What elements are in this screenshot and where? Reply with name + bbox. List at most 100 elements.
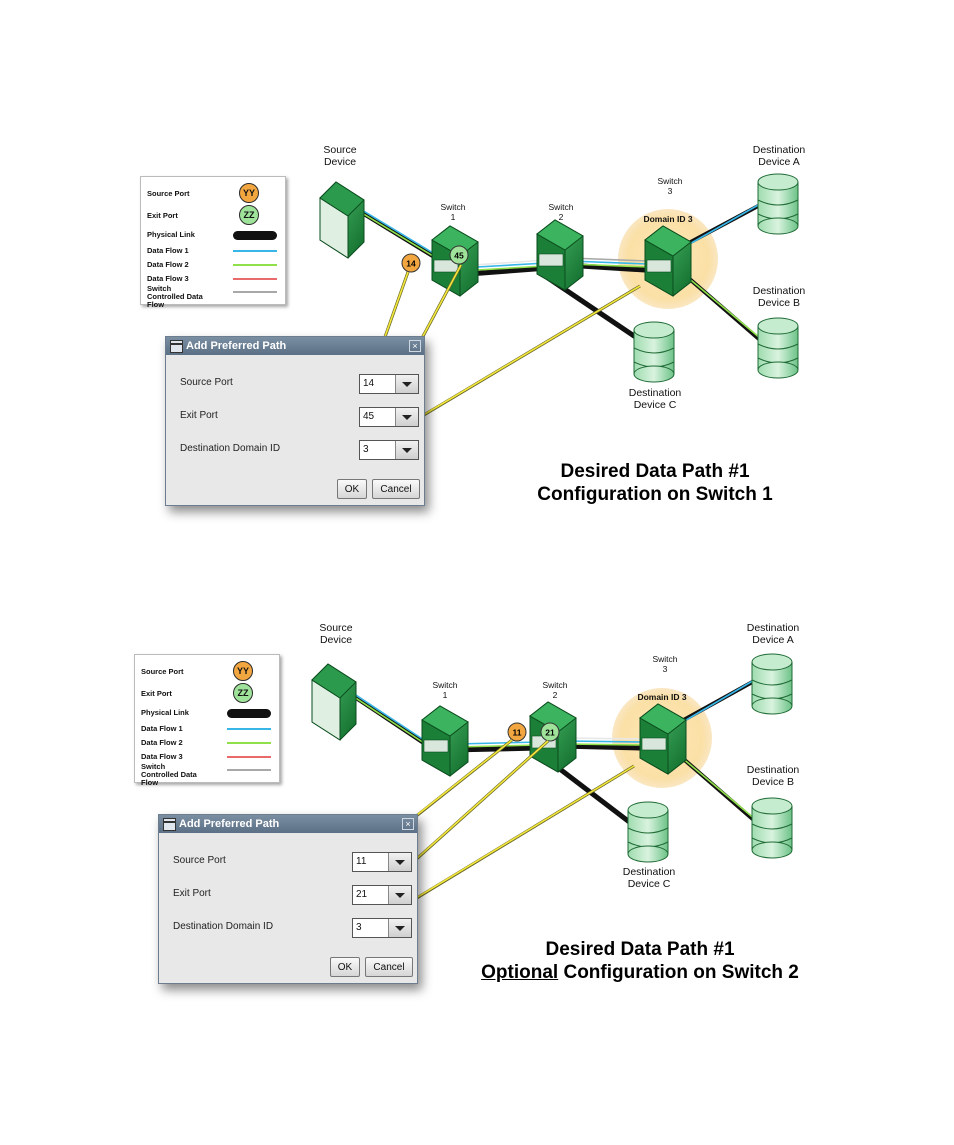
switch2-icon (536, 219, 584, 291)
chevron-down-icon[interactable] (395, 441, 418, 459)
destination-domain-label: Destination Domain ID (180, 443, 281, 454)
exit-port-badge: 21 (540, 722, 560, 742)
exit-port-select[interactable]: 21 (352, 885, 412, 905)
legend-source-port-label: Source Port (147, 189, 190, 198)
chevron-down-icon[interactable] (388, 886, 411, 904)
legend-exit-port-label: Exit Port (141, 689, 172, 698)
legend-exit-badge: ZZ (239, 205, 259, 225)
svg-text:21: 21 (545, 728, 555, 738)
svg-text:11: 11 (513, 728, 522, 738)
caption: Desired Data Path #1 Configuration on Sw… (480, 460, 830, 506)
exit-port-label: Exit Port (173, 888, 211, 899)
source-port-label: Source Port (173, 855, 226, 866)
svg-text:14: 14 (406, 259, 416, 269)
network-diagram: 11 21 (311, 653, 793, 1090)
legend-exit-badge: ZZ (233, 683, 253, 703)
svg-text:45: 45 (454, 251, 464, 261)
caption: Desired Data Path #1 Optional Configurat… (440, 938, 840, 984)
switch3-icon (639, 703, 687, 775)
source-device-icon (311, 663, 357, 741)
exit-port-select[interactable]: 45 (359, 407, 419, 427)
legend-flow2-swatch (227, 742, 271, 744)
legend-flow3-label: Data Flow 3 (141, 752, 183, 761)
close-icon[interactable]: × (409, 340, 421, 352)
domain-id-label: Domain ID 3 (643, 214, 693, 224)
disk-device-a-icon (751, 653, 793, 715)
window-icon (163, 818, 176, 831)
disk-device-b-icon (757, 317, 799, 379)
add-preferred-path-dialog: Add Preferred Path × Source Port 11 Exit… (158, 814, 418, 984)
legend-flow1-swatch (227, 728, 271, 730)
disk-device-c-icon (633, 321, 675, 383)
destination-domain-value: 3 (363, 444, 369, 455)
legend-physical-link-swatch (227, 709, 271, 718)
legend: Source Port YY Exit Port ZZ Physical Lin… (140, 176, 286, 309)
legend-flow1-label: Data Flow 1 (141, 724, 183, 733)
legend-physical-link-label: Physical Link (147, 230, 195, 239)
legend-flow1-label: Data Flow 1 (147, 246, 189, 255)
caption-line2: Optional Configuration on Switch 2 (440, 961, 840, 984)
cancel-button[interactable]: Cancel (372, 479, 420, 499)
legend-source-badge: YY (233, 661, 253, 681)
switch1-icon (421, 705, 469, 777)
legend-source-badge: YY (239, 183, 259, 203)
network-diagram: 14 45 (319, 173, 799, 610)
chevron-down-icon[interactable] (395, 375, 418, 393)
source-device-icon (319, 181, 365, 259)
destination-domain-select[interactable]: 3 (359, 440, 419, 460)
destination-domain-value: 3 (356, 922, 362, 933)
disk-device-a-icon (757, 173, 799, 235)
source-port-value: 11 (356, 856, 367, 867)
destination-domain-select[interactable]: 3 (352, 918, 412, 938)
source-port-select[interactable]: 11 (352, 852, 412, 872)
legend-switch-flow-swatch (233, 291, 277, 293)
legend-switch-flow-swatch (227, 769, 271, 771)
legend-flow3-label: Data Flow 3 (147, 274, 189, 283)
legend-flow3-swatch (227, 756, 271, 758)
chevron-down-icon[interactable] (388, 853, 411, 871)
dialog-title: Add Preferred Path (166, 337, 424, 355)
source-port-badge: 11 (507, 722, 527, 742)
chevron-down-icon[interactable] (395, 408, 418, 426)
ok-button[interactable]: OK (330, 957, 360, 977)
caption-line1: Desired Data Path #1 (545, 939, 735, 960)
legend-physical-link-swatch (233, 231, 277, 240)
legend-flow1-swatch (233, 250, 277, 252)
window-icon (170, 340, 183, 353)
source-port-value: 14 (363, 378, 375, 389)
caption-line1: Desired Data Path #1 (560, 461, 750, 482)
legend-source-port-label: Source Port (141, 667, 184, 676)
legend-flow2-swatch (233, 264, 277, 266)
legend-flow3-swatch (233, 278, 277, 280)
exit-port-value: 45 (363, 411, 375, 422)
legend-switch-flow-label: Switch Controlled Data Flow (141, 762, 197, 787)
legend: Source Port YY Exit Port ZZ Physical Lin… (134, 654, 280, 787)
legend-physical-link-label: Physical Link (141, 708, 189, 717)
add-preferred-path-dialog: Add Preferred Path × Source Port 14 Exit… (165, 336, 425, 506)
data-flows (341, 678, 757, 821)
legend-exit-port-label: Exit Port (147, 211, 178, 220)
cancel-button[interactable]: Cancel (365, 957, 413, 977)
switch3-icon (644, 225, 692, 297)
domain-id-label: Domain ID 3 (637, 692, 687, 702)
chevron-down-icon[interactable] (388, 919, 411, 937)
source-port-select[interactable]: 14 (359, 374, 419, 394)
ok-button[interactable]: OK (337, 479, 367, 499)
exit-port-value: 21 (356, 889, 368, 900)
destination-domain-label: Destination Domain ID (173, 921, 274, 932)
legend-switch-flow-label: Switch Controlled Data Flow (147, 284, 203, 309)
close-icon[interactable]: × (402, 818, 414, 830)
exit-port-badge: 45 (449, 245, 469, 265)
disk-device-c-icon (627, 801, 669, 863)
